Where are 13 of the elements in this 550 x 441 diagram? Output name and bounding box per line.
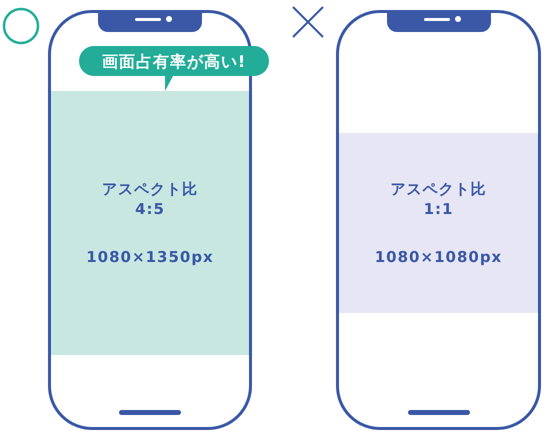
resolution-text: 1080×1080px: [374, 247, 502, 267]
aspect-label: アスペクト比: [390, 179, 486, 199]
phone-frame: [336, 10, 541, 430]
phone-notch: [386, 10, 490, 32]
ratio-text: 4:5: [135, 199, 165, 219]
speech-bubble: [79, 46, 269, 91]
resolution-text: 1080×1350px: [86, 247, 214, 267]
screen-area: [51, 91, 249, 355]
bubble-text: 画面占有率が高い!: [100, 52, 248, 73]
phone-notch: [98, 10, 202, 32]
ratio-text: 1:1: [424, 199, 454, 219]
aspect-label: アスペクト比: [102, 179, 198, 199]
screen-area: [339, 133, 538, 313]
